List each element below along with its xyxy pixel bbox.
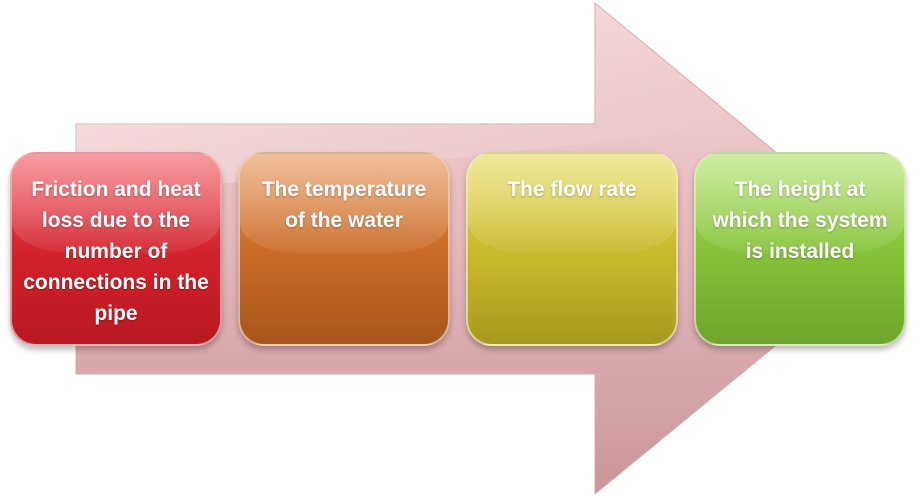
- step-label-temperature: The temperature of the water: [261, 178, 427, 232]
- step-label-flow-rate: The flow rate: [507, 178, 637, 201]
- step-label-height: The height at which the system is instal…: [712, 178, 888, 263]
- step-label-friction: Friction and heat loss due to the number…: [23, 178, 209, 325]
- step-box-temperature: The temperature of the water: [238, 152, 450, 346]
- step-box-flow-rate: The flow rate: [466, 152, 678, 346]
- step-box-friction: Friction and heat loss due to the number…: [10, 152, 222, 346]
- step-box-height: The height at which the system is instal…: [694, 152, 906, 346]
